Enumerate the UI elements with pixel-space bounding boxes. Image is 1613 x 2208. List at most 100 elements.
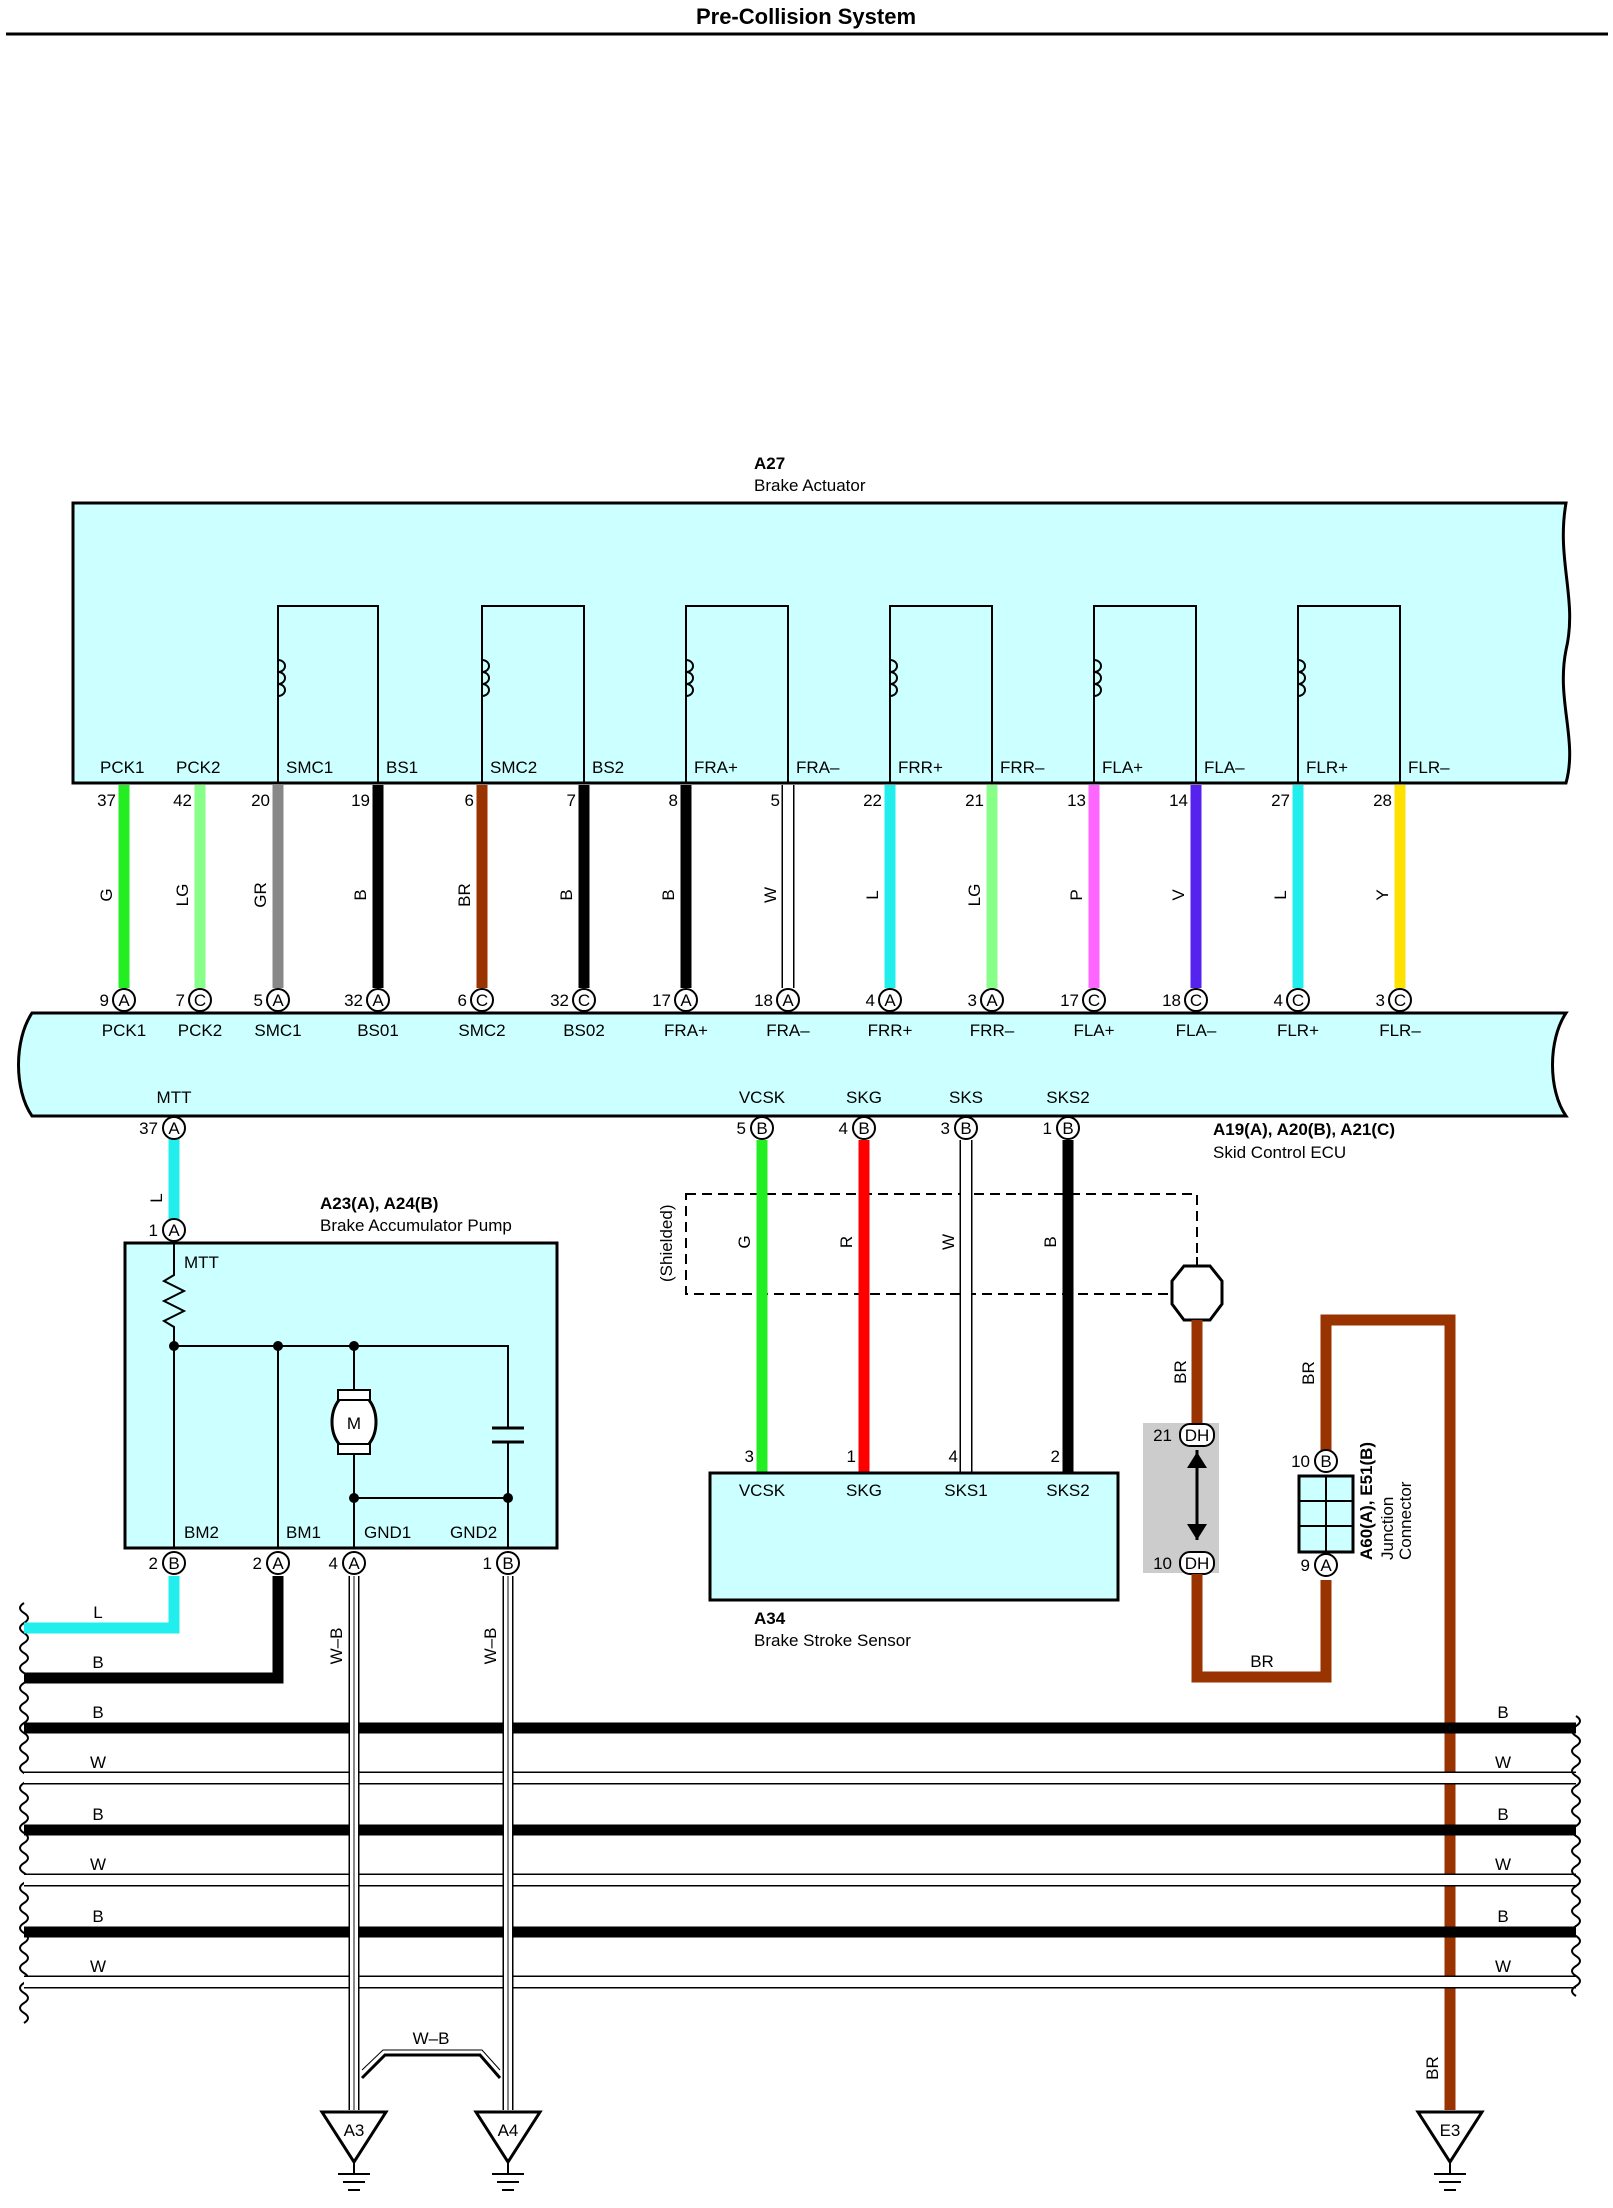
ecu-top-pinnum: 32: [344, 991, 363, 1010]
bus-row-label-left: B: [92, 1805, 103, 1824]
solenoid-loop: [277, 605, 379, 783]
ecu-top-pinnum: 5: [254, 991, 263, 1010]
wire-color-B: B: [659, 889, 678, 900]
ecu-top-pin-FLA–-circle: [1184, 988, 1208, 1012]
page-title: Pre-Collision System: [696, 4, 916, 29]
actuator-terminal-BS1: BS1: [386, 758, 418, 777]
actuator-terminal-FLA+: FLA+: [1102, 758, 1143, 777]
ground-a3: A3: [319, 2110, 389, 2191]
ecu-top-pin-FRR–-letter: A: [986, 991, 998, 1010]
ecu-pin-SKS2-circle: [1056, 1116, 1080, 1140]
ecu-top-pin-FLA–-letter: C: [1190, 991, 1202, 1010]
wire-color-B: B: [1041, 1236, 1060, 1247]
junction-dot: [503, 1493, 513, 1503]
ecu-top-pin-SMC1-circle: [266, 988, 290, 1012]
bus-row-label-left: B: [92, 1907, 103, 1926]
ground-label: A4: [498, 2121, 519, 2140]
pump-pin-BM2-letter: B: [168, 1554, 179, 1573]
junction-dot: [349, 1341, 359, 1351]
ecu-top-pin-PCK2-circle: [188, 988, 212, 1012]
ecu-pin-num: 1: [1043, 1119, 1052, 1138]
dh-bottom-num: 10: [1153, 1554, 1172, 1573]
pump-code: A23(A), A24(B): [320, 1194, 438, 1213]
actuator-pin-8: 8: [669, 791, 678, 810]
ecu-pin-num: 5: [737, 1119, 746, 1138]
wavy-break-right: [1571, 1715, 1581, 1997]
ecu-top-pin-PCK2-letter: C: [194, 991, 206, 1010]
junction-dot: [169, 1341, 179, 1351]
bus-row-label-right: W: [1495, 1957, 1511, 1976]
pump-pin-num: 1: [483, 1554, 492, 1573]
junction-pin-bottom-circle: [1314, 1553, 1338, 1577]
pump-pin-mtt-circle: [162, 1218, 186, 1242]
ecu-top-label-FLA+: FLA+: [1073, 1021, 1114, 1040]
ecu-top-pinnum: 17: [1060, 991, 1079, 1010]
ecu-pin-num: 4: [839, 1119, 848, 1138]
actuator-terminal-FLA–: FLA–: [1204, 758, 1245, 777]
thermistor: [161, 1243, 187, 1346]
wire-br-label-4: BR: [1423, 2056, 1442, 2080]
sensor-pin-4: 4: [949, 1447, 958, 1466]
ecu-top-label-BS02: BS02: [563, 1021, 605, 1040]
ecu-top-pin-FRR+-letter: A: [884, 991, 896, 1010]
pump-pin-mtt-num: 1: [149, 1221, 158, 1240]
ground-triangle: [473, 2110, 543, 2165]
ecu-top-pin-BS01-letter: A: [372, 991, 384, 1010]
actuator-pin-28: 28: [1373, 791, 1392, 810]
sensor-pin-2: 2: [1051, 1447, 1060, 1466]
ecu-top-pin-BS02-circle: [572, 988, 596, 1012]
ecu-top-label-FRR+: FRR+: [868, 1021, 913, 1040]
dh-arrow-up: [1187, 1452, 1207, 1468]
actuator-pin-13: 13: [1067, 791, 1086, 810]
actuator-terminal-PCK2: PCK2: [176, 758, 220, 777]
wire-color-L: L: [1271, 890, 1290, 899]
actuator-terminal-PCK1: PCK1: [100, 758, 144, 777]
dh-top-label: DH: [1185, 1426, 1210, 1445]
actuator-name: Brake Actuator: [754, 476, 866, 495]
solenoid-coil: [889, 659, 898, 697]
ecu-top-pinnum: 32: [550, 991, 569, 1010]
sensor-terminal-SKG: SKG: [846, 1481, 882, 1500]
junction-pin-bottom-num: 9: [1301, 1556, 1310, 1575]
ecu-top-pin-PCK1-letter: A: [118, 991, 130, 1010]
ecu-pin-SKS-letter: B: [960, 1119, 971, 1138]
ecu-top-pinnum: 6: [458, 991, 467, 1010]
ecu-bottom-label-VCSK: VCSK: [739, 1088, 786, 1107]
sensor-pin-1: 1: [847, 1447, 856, 1466]
ecu-top-label-FLR+: FLR+: [1277, 1021, 1319, 1040]
junction-dot: [273, 1341, 283, 1351]
ecu-top-pin-PCK1-circle: [112, 988, 136, 1012]
ecu-top-pin-BS02-letter: C: [578, 991, 590, 1010]
junction-pin-bottom-letter: A: [1320, 1556, 1332, 1575]
actuator-pin-7: 7: [567, 791, 576, 810]
pump-pin-BM1-letter: A: [272, 1554, 284, 1573]
motor-label: M: [347, 1414, 361, 1433]
ecu-pin-VCSK-circle: [750, 1116, 774, 1140]
sensor-code: A34: [754, 1609, 786, 1628]
actuator-solenoids: [277, 605, 1401, 783]
wire-br-label-1: BR: [1171, 1360, 1190, 1384]
actuator-pin-20: 20: [251, 791, 270, 810]
solenoid-coil: [1093, 659, 1102, 697]
motor-brush-bottom: [337, 1443, 371, 1455]
bus-row-label-right: B: [1497, 1703, 1508, 1722]
junction-pin-top-circle: [1314, 1449, 1338, 1473]
sensor-name: Brake Stroke Sensor: [754, 1631, 911, 1650]
bus-row-label-left: B: [92, 1703, 103, 1722]
solenoid-coil: [481, 659, 490, 697]
ecu-top-label-PCK1: PCK1: [102, 1021, 146, 1040]
bus-row-label-left: W: [90, 1957, 106, 1976]
ecu-pin-SKS2-letter: B: [1062, 1119, 1073, 1138]
ecu-top-pinnum: 17: [652, 991, 671, 1010]
ecu-top-pinnum: 3: [968, 991, 977, 1010]
ecu-top-pin-FLR–-circle: [1388, 988, 1412, 1012]
ecu-top-pin-FRA+-letter: A: [680, 991, 692, 1010]
bus-row-label-right: B: [1497, 1805, 1508, 1824]
wire-br-junction-top: [1320, 1314, 1456, 2110]
pump-pin-num: 2: [253, 1554, 262, 1573]
ecu-pin-SKG-circle: [852, 1116, 876, 1140]
dh-top-pin: [1179, 1423, 1215, 1447]
